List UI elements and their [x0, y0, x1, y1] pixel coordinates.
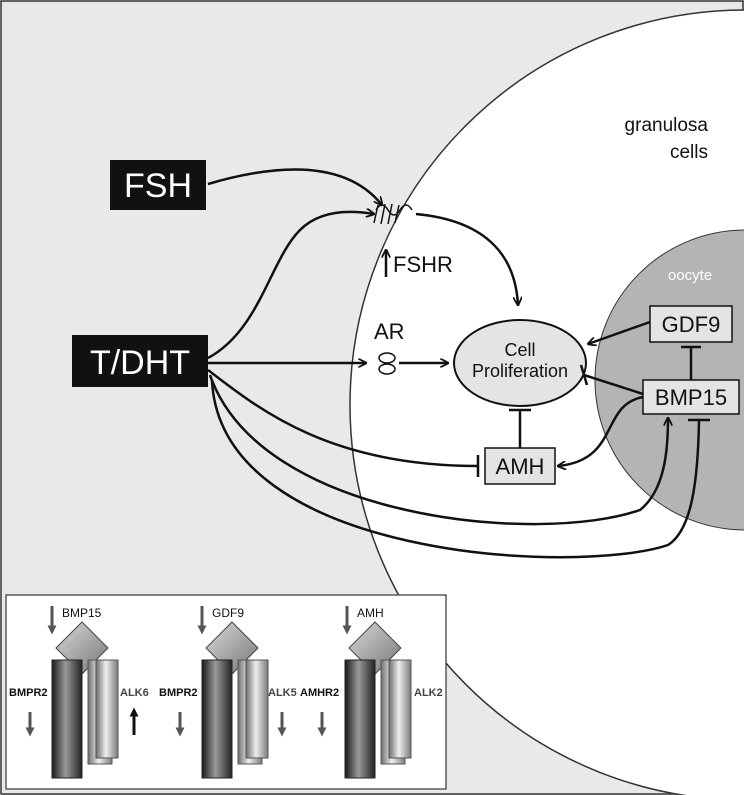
- amh-label: AMH: [496, 454, 545, 479]
- type1-label: ALK6: [120, 687, 149, 699]
- tdht-box: [72, 335, 208, 387]
- type2-receptor: [201, 659, 233, 779]
- cell-proliferation-label-1: Cell: [504, 340, 535, 360]
- ar-receptor-icon: [378, 352, 396, 375]
- edge-tdht-inhibits-bmp15: [210, 379, 701, 559]
- type1-receptor: [388, 659, 412, 759]
- edge-tdht-inhibits-amh: [207, 369, 479, 468]
- type2-receptor: [344, 659, 376, 779]
- edge-fsh-fshr: [207, 168, 382, 205]
- edge-bmp15-inhibits-proliferation: [583, 373, 644, 396]
- oocyte-label: oocyte: [668, 267, 712, 284]
- gdf9-node: [649, 305, 733, 343]
- bmp15-label: BMP15: [655, 385, 727, 410]
- edge-tdht-fshr: [207, 212, 374, 360]
- granulosa-label: granulosa: [625, 115, 709, 136]
- receptor-group-amh: AMH AMHR2 ALK2: [300, 606, 443, 779]
- cell-proliferation-label-2: Proliferation: [472, 361, 568, 381]
- fsh-label: FSH: [124, 167, 192, 205]
- type2-label: BMPR2: [9, 687, 48, 699]
- edge-bmp15-amh: [558, 395, 644, 466]
- ligand-label: BMP15: [62, 606, 102, 620]
- type1-receptor: [95, 659, 119, 759]
- fshr-label: FSHR: [393, 252, 453, 277]
- type1-receptor: [245, 659, 269, 759]
- amh-node: [484, 447, 556, 485]
- type1-label: ALK2: [414, 687, 443, 699]
- cell-proliferation-node: [453, 319, 587, 407]
- ligand-label: AMH: [357, 606, 384, 620]
- ligand-label: GDF9: [212, 606, 244, 620]
- edge-tdht-bmp15: [208, 374, 668, 526]
- inhibit-bar-proliferation: [579, 364, 589, 386]
- gdf9-label: GDF9: [662, 312, 721, 337]
- edge-fshr-proliferation: [415, 212, 518, 305]
- granulosa-label-cells: cells: [670, 142, 708, 163]
- type1-label: ALK5: [268, 687, 297, 699]
- fsh-box: [110, 160, 206, 210]
- ar-label: AR: [374, 319, 405, 344]
- type2-label: BMPR2: [159, 687, 198, 699]
- tdht-label: T/DHT: [90, 344, 190, 382]
- receptor-group-gdf9: GDF9 BMPR2 ALK5: [159, 606, 297, 779]
- type2-label: AMHR2: [300, 687, 339, 699]
- edge-gdf9-proliferation: [588, 320, 651, 344]
- receptor-group-bmp15: BMP15 BMPR2 ALK6: [9, 606, 149, 779]
- type2-receptor: [51, 659, 83, 779]
